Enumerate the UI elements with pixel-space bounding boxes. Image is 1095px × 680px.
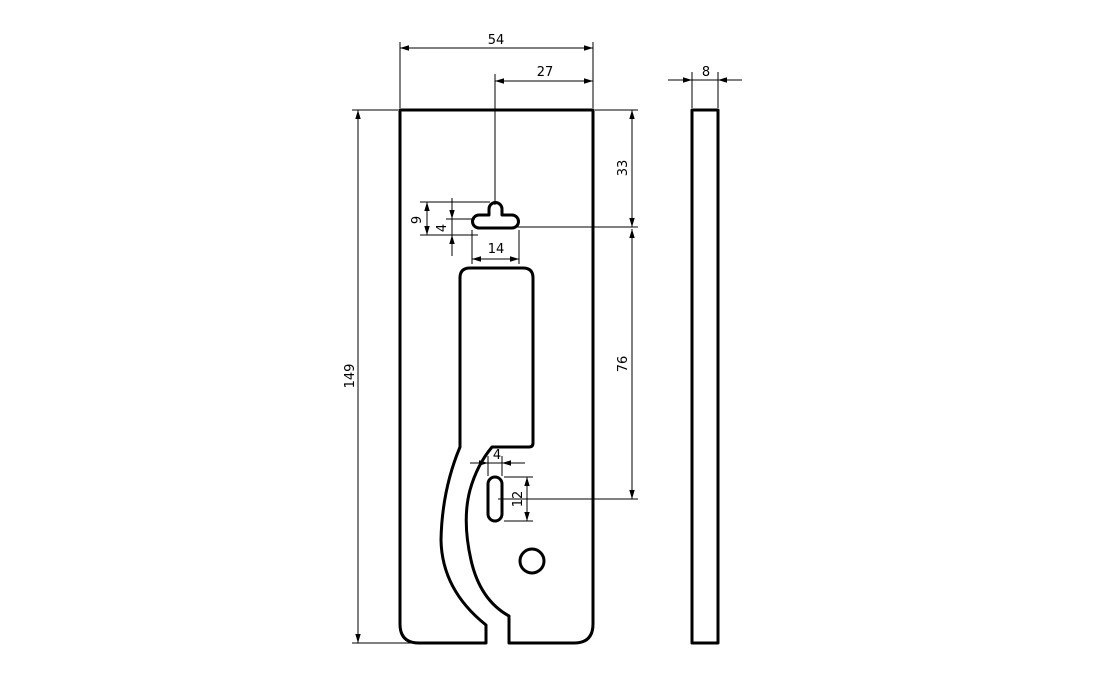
- dimension-half-width: 27: [494, 65, 593, 205]
- dimension-label: 54: [488, 33, 505, 48]
- round-hole: [518, 547, 546, 575]
- dimension-overall-height: 149: [343, 109, 415, 644]
- dimension-keyhole-width: 14: [471, 230, 520, 264]
- plate-outline: [398, 108, 595, 645]
- dimension-label: 149: [343, 364, 358, 389]
- dimension-label: 8: [702, 65, 710, 80]
- dimension-label: 27: [537, 65, 554, 80]
- dimension-slot-height: 12: [504, 476, 533, 522]
- dimension-thickness: 8: [668, 65, 742, 108]
- dimension-label: 9: [410, 216, 425, 224]
- dimension-label: 12: [511, 491, 526, 508]
- dimension-slot-width: 4: [470, 448, 525, 476]
- keyhole-slot: [471, 201, 520, 230]
- dimension-keyhole-slot-height: 4: [435, 198, 475, 256]
- dimension-label: 4: [435, 224, 450, 232]
- dimension-top-to-keyhole: 33: [498, 109, 638, 228]
- dimension-label: 14: [488, 242, 505, 257]
- dimension-label: 33: [616, 160, 631, 177]
- dimension-overall-width: 54: [399, 33, 594, 108]
- dimension-keyhole-to-slot: 76: [498, 229, 638, 500]
- side-view-outline: [690, 108, 720, 645]
- dimension-label: 4: [493, 448, 501, 463]
- dimension-label: 76: [616, 356, 631, 373]
